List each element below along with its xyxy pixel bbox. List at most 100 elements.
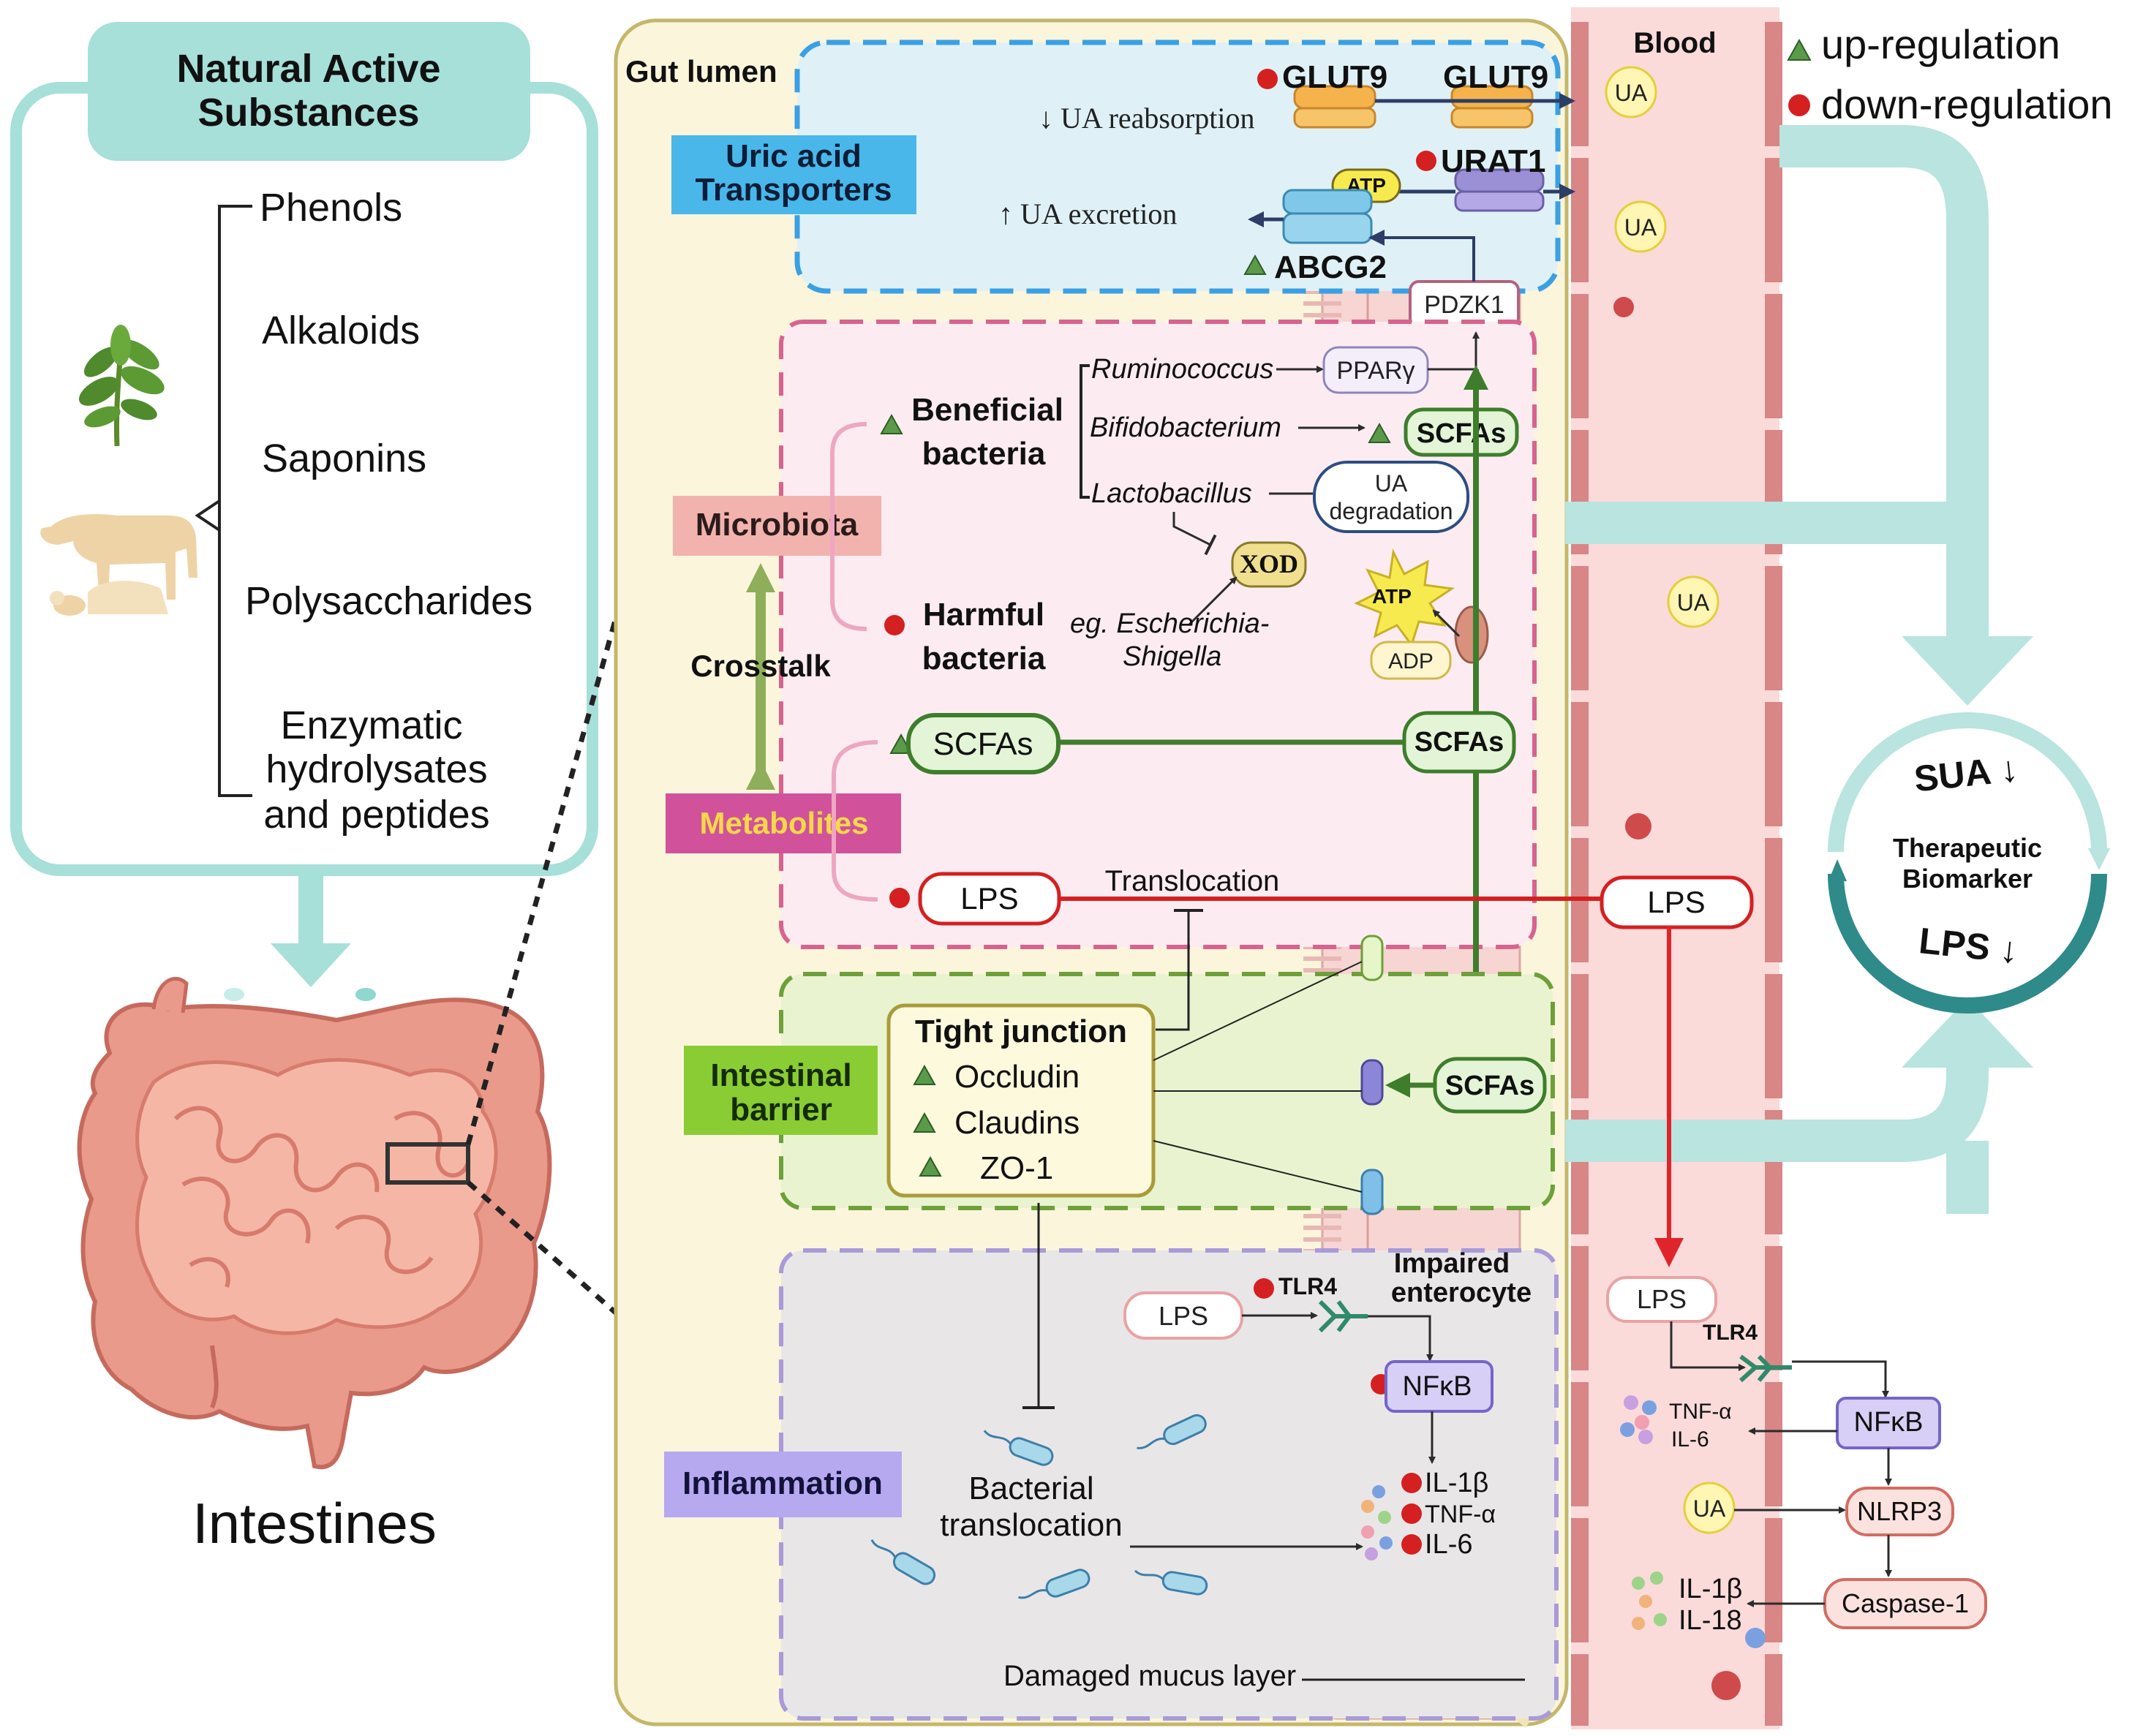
tnfa-inflammation-label: TNF-α	[1425, 1501, 1496, 1528]
harmful-down-dot-icon	[884, 615, 905, 635]
il6-down-dot-icon	[1401, 1534, 1422, 1555]
ua-degradation-line1: UA	[1375, 470, 1408, 497]
harmful-line1: Harmful	[923, 597, 1044, 633]
cytokine-dots	[1361, 1485, 1393, 1560]
metabolites-bracket	[832, 740, 878, 902]
substances-title-line2: Substances	[197, 91, 419, 135]
nlrp3-box	[1845, 1487, 1954, 1536]
species-bracket	[1080, 364, 1090, 499]
ua-nlrp3-circle	[1683, 1482, 1736, 1534]
abcg2-up-triangle-icon	[1243, 254, 1267, 275]
livestock-icon	[40, 514, 197, 616]
urat1-down-dot-icon	[1416, 151, 1436, 171]
il1b-down-dot-icon	[1401, 1473, 1422, 1493]
il1b-blood-label: IL-1β	[1679, 1574, 1742, 1604]
zo1-label: ZO-1	[980, 1150, 1053, 1186]
pdzk1-label: PDZK1	[1424, 291, 1504, 319]
substance-saponins: Saponins	[262, 437, 426, 480]
tight-junction-title: Tight junction	[915, 1014, 1127, 1049]
droplet	[224, 988, 244, 1001]
scfas-box-epithelium	[1402, 711, 1516, 774]
adp-label: ADP	[1388, 649, 1434, 673]
scfas-metabolite-label: SCFAs	[933, 726, 1033, 762]
blood-ua-label: UA	[1615, 80, 1648, 106]
scfas-box-upper	[1404, 407, 1519, 457]
barrier-section-badge	[684, 1046, 878, 1135]
lps-down-dot-icon	[889, 888, 910, 908]
tnfa-blood-label: TNF-α	[1669, 1400, 1732, 1424]
transporters-section-badge	[671, 135, 916, 214]
bacteria-icons	[870, 1414, 1208, 1599]
junction-protein-occludin	[1360, 935, 1384, 981]
plant-icon	[78, 325, 165, 447]
xod-label: XOD	[1240, 549, 1298, 578]
substances-panel: Natural Active Substances Phenols Alkalo…	[10, 22, 598, 876]
il18-blood-label: IL-18	[1679, 1605, 1742, 1636]
nfkb-blood-label: NFκB	[1854, 1407, 1924, 1438]
lps-blood-box	[1600, 875, 1754, 929]
intestines-illustration	[77, 976, 552, 1470]
scfas-up-triangle-icon	[1368, 422, 1391, 443]
tlr4-down-dot-icon	[1254, 1278, 1274, 1299]
eg-line1: eg. Escherichia-	[1070, 608, 1269, 639]
barrier-title-line1: Intestinal	[710, 1057, 851, 1093]
ua-nlrp3-label: UA	[1693, 1495, 1726, 1522]
nfkb-inflammation-label: NFκB	[1403, 1371, 1472, 1402]
lps-metabolite-label: LPS	[960, 881, 1018, 916]
claudins-up-triangle-icon	[913, 1112, 936, 1133]
atp-burst-label: ATP	[1372, 585, 1412, 608]
substance-hydrolysates: hydrolysates	[265, 747, 487, 791]
junction-protein-claudin	[1360, 1059, 1384, 1106]
tlr4-blood-receptor-icon	[1739, 1354, 1792, 1383]
eg-line2: Shigella	[1123, 641, 1221, 672]
tlr4-to-nfkb-arrow	[1368, 1315, 1434, 1362]
substance-enzymatic: Enzymatic	[280, 703, 462, 747]
glut9-label-a: GLUT9	[1282, 59, 1387, 95]
species-ruminococcus: Ruminococcus	[1091, 354, 1273, 385]
lacto-inhibit-xod	[1172, 512, 1217, 556]
mitochondrion-icon	[1454, 605, 1489, 664]
ua-degradation-box	[1313, 461, 1469, 533]
impaired-line2: enterocyte	[1391, 1278, 1532, 1308]
scfas-epithelium-label: SCFAs	[1415, 727, 1504, 758]
legend-down-label: down-regulation	[1821, 81, 2112, 127]
blood-ua-circle	[1667, 575, 1719, 628]
lps-inflammation-label: LPS	[1159, 1301, 1208, 1331]
bacterial-line2: translocation	[940, 1507, 1122, 1543]
excretion-label: ↑ UA excretion	[998, 197, 1177, 230]
abcg2-label: ABCG2	[1274, 249, 1387, 285]
ecoli-to-xod-arrow	[1187, 576, 1238, 627]
barrier-title-line2: barrier	[730, 1092, 832, 1128]
ua-degradation-line2: degradation	[1329, 498, 1453, 524]
barrier-inhibits-translocation	[1156, 910, 1190, 1031]
inflammation-section-badge	[664, 1452, 902, 1517]
beneficial-line2: bacteria	[922, 436, 1046, 472]
claudins-label: Claudins	[954, 1105, 1080, 1141]
mucus-label: Damaged mucus layer	[1003, 1660, 1296, 1692]
therapeutic-biomarker-circle: SUA ↓ Therapeutic Biomarker LPS ↓	[1828, 712, 2110, 1014]
scfas-barrier-label: SCFAs	[1445, 1071, 1534, 1101]
blood-ua-circle	[1605, 66, 1657, 118]
biomarker-line2: Biomarker	[1902, 864, 2033, 894]
urat1-label: URAT1	[1441, 143, 1545, 179]
adp-to-atp-arrow	[1432, 609, 1461, 638]
intestines-label: Intestines	[192, 1491, 437, 1555]
substance-peptides: and peptides	[263, 793, 489, 837]
substance-phenols: Phenols	[260, 186, 402, 230]
blood-ua-circle	[1614, 200, 1667, 253]
caspase-label: Caspase-1	[1842, 1588, 1969, 1618]
occludin-up-triangle-icon	[913, 1064, 936, 1085]
tnfa-down-dot-icon	[1401, 1503, 1422, 1524]
inflammation-title: Inflammation	[682, 1465, 883, 1501]
beneficial-up-triangle-icon	[880, 413, 903, 434]
occludin-link	[1153, 961, 1363, 1061]
junction-protein-zo1	[1360, 1169, 1384, 1215]
metabolites-section-badge	[666, 793, 901, 853]
reabsorption-label: ↓ UA reabsorption	[1039, 102, 1255, 135]
glut9-channel-a	[1293, 85, 1376, 129]
urat1-channel	[1454, 168, 1545, 212]
glut9-down-dot-icon	[1257, 69, 1278, 89]
legend: up-regulation down-regulation	[1787, 21, 2112, 127]
substance-bracket	[195, 205, 252, 797]
substances-title-line1: Natural Active	[176, 47, 440, 91]
